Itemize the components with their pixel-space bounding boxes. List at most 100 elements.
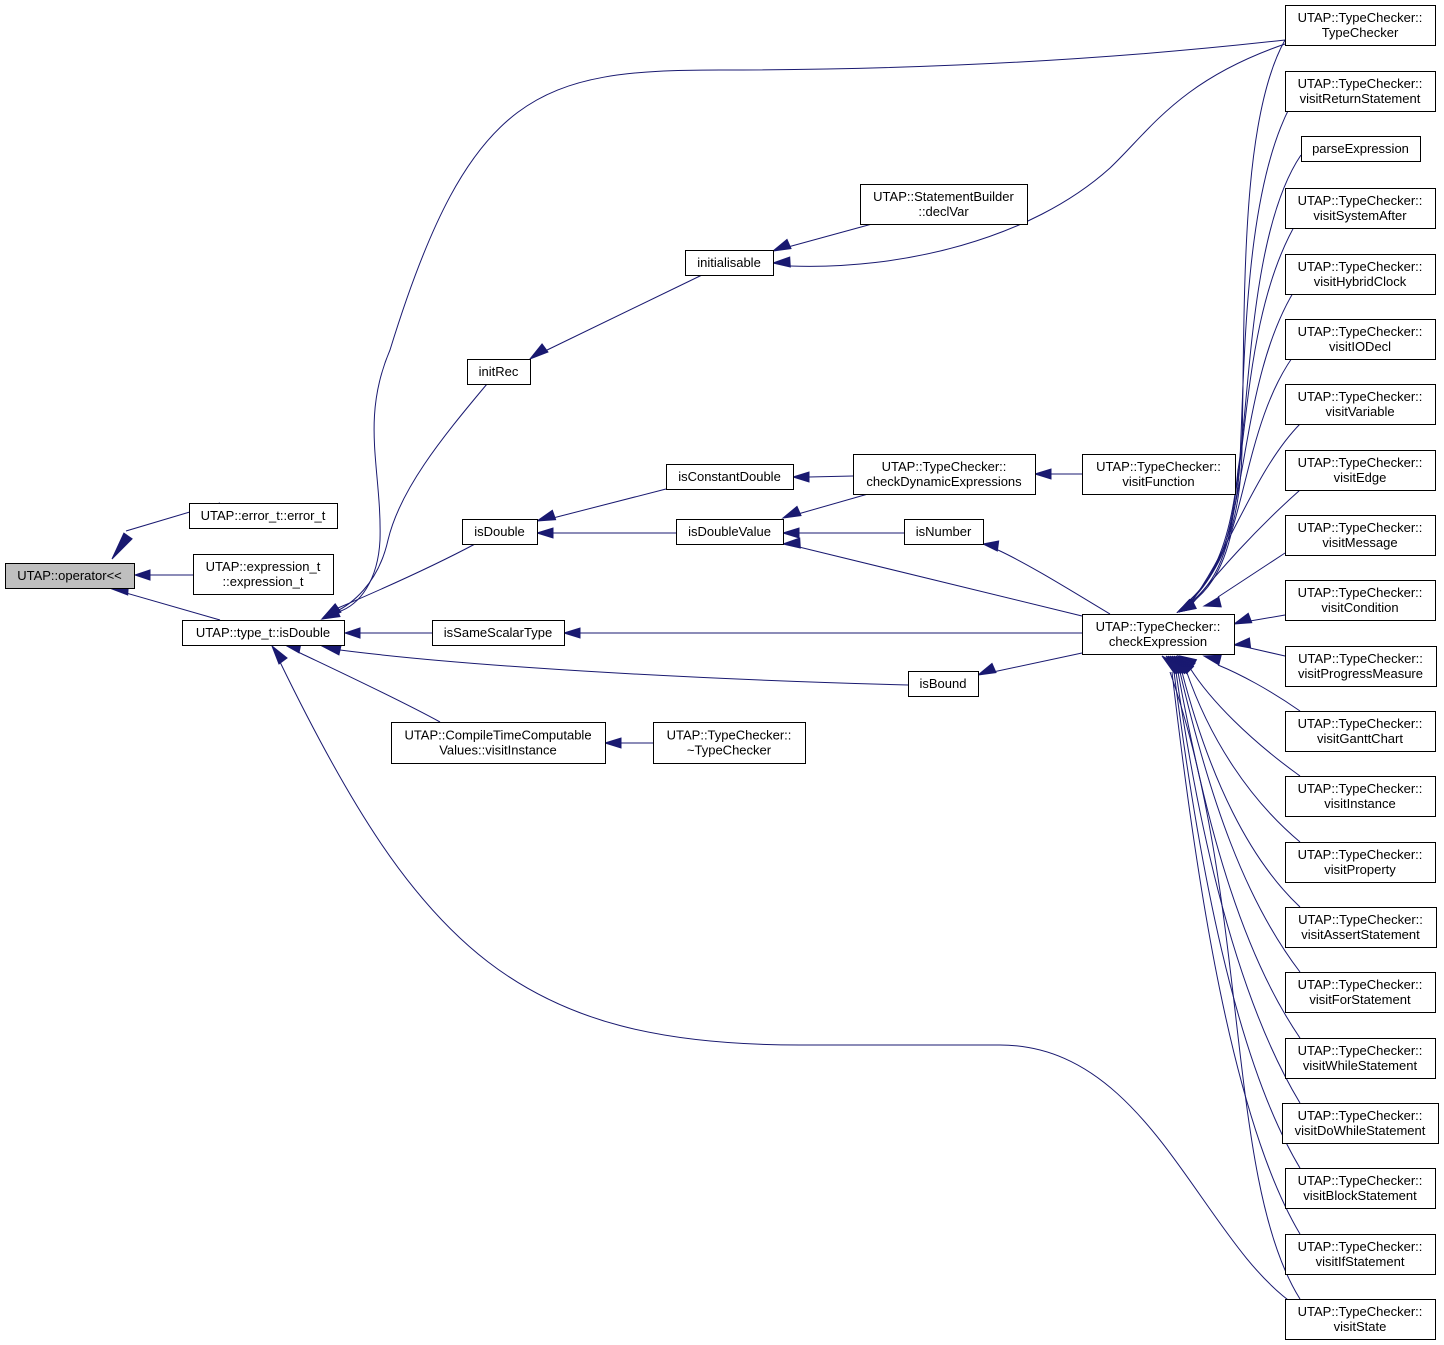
node-isDoubleValue[interactable]: isDoubleValue <box>676 519 784 545</box>
node-visitEdge[interactable]: UTAP::TypeChecker::visitEdge <box>1285 450 1436 491</box>
node-type_isDouble[interactable]: UTAP::type_t::isDouble <box>182 620 345 646</box>
node-visitDoWhileStatement[interactable]: UTAP::TypeChecker::visitDoWhileStatement <box>1282 1103 1439 1144</box>
node-box[interactable] <box>432 620 565 646</box>
edge-arrowhead <box>320 644 342 656</box>
node-visitAssertStatement[interactable]: UTAP::TypeChecker::visitAssertStatement <box>1285 907 1437 948</box>
edge-checkDynamicExpressions-to-isConstantDouble <box>791 471 854 483</box>
edge-arrowhead <box>133 569 151 581</box>
node-visitForStatement[interactable]: UTAP::TypeChecker::visitForStatement <box>1285 972 1436 1013</box>
node-initialisable[interactable]: initialisable <box>685 250 774 276</box>
node-box[interactable] <box>1285 319 1436 360</box>
node-box[interactable] <box>653 722 806 764</box>
node-visitWhileStatement[interactable]: UTAP::TypeChecker::visitWhileStatement <box>1285 1038 1436 1079</box>
node-box[interactable] <box>467 359 531 385</box>
node-box[interactable] <box>1285 907 1437 948</box>
edge-line <box>125 592 221 621</box>
node-isConstantDouble[interactable]: isConstantDouble <box>666 464 794 490</box>
node-label: UTAP::TypeChecker:: <box>1298 716 1423 731</box>
node-box[interactable] <box>853 454 1036 495</box>
node-box[interactable] <box>1285 646 1437 687</box>
node-box[interactable] <box>189 503 338 529</box>
node-box[interactable] <box>182 620 345 646</box>
node-box[interactable] <box>1285 1234 1436 1275</box>
node-visitProgressMeasure[interactable]: UTAP::TypeChecker::visitProgressMeasure <box>1285 646 1437 687</box>
node-box[interactable] <box>1285 711 1436 752</box>
node-isNumber[interactable]: isNumber <box>904 519 984 545</box>
edge-arrowhead <box>321 603 342 620</box>
edge-isConstantDouble-to-isDouble <box>535 488 667 522</box>
node-visitGanttChart[interactable]: UTAP::TypeChecker::visitGanttChart <box>1285 711 1436 752</box>
node-label: UTAP::StatementBuilder <box>873 189 1014 204</box>
node-label: visitIODecl <box>1329 339 1391 354</box>
node-isBound[interactable]: isBound <box>908 671 979 697</box>
node-checkDynamicExpressions[interactable]: UTAP::TypeChecker::checkDynamicExpressio… <box>853 454 1036 495</box>
node-visitIODecl[interactable]: UTAP::TypeChecker::visitIODecl <box>1285 319 1436 360</box>
node-isDouble[interactable]: isDouble <box>462 519 538 545</box>
node-box[interactable] <box>860 184 1028 225</box>
node-TypeChecker[interactable]: UTAP::TypeChecker::TypeChecker <box>1285 5 1436 46</box>
node-error_t[interactable]: UTAP::error_t::error_t <box>189 503 338 529</box>
node-box[interactable] <box>1285 580 1436 621</box>
node-label: Values::visitInstance <box>439 743 557 758</box>
node-box[interactable] <box>1285 972 1436 1013</box>
node-box[interactable] <box>1285 1299 1436 1340</box>
node-box[interactable] <box>1285 842 1436 883</box>
node-visitState[interactable]: UTAP::TypeChecker::visitState <box>1285 1299 1436 1340</box>
node-initRec[interactable]: initRec <box>467 359 531 385</box>
node-box[interactable] <box>1082 614 1235 655</box>
node-label: UTAP::TypeChecker:: <box>1298 1173 1423 1188</box>
node-box[interactable] <box>1301 136 1421 162</box>
node-label: visitBlockStatement <box>1303 1188 1417 1203</box>
node-label: visitEdge <box>1334 470 1387 485</box>
node-box[interactable] <box>462 519 538 545</box>
edge-line <box>1189 39 1286 601</box>
node-visitHybridClock[interactable]: UTAP::TypeChecker::visitHybridClock <box>1285 254 1436 295</box>
node-label: visitDoWhileStatement <box>1295 1123 1426 1138</box>
node-visitIfStatement[interactable]: UTAP::TypeChecker::visitIfStatement <box>1285 1234 1436 1275</box>
node-box[interactable] <box>685 250 774 276</box>
node-box[interactable] <box>1282 1103 1439 1144</box>
node-box[interactable] <box>1285 5 1436 46</box>
node-visitFunction[interactable]: UTAP::TypeChecker::visitFunction <box>1082 454 1236 495</box>
node-box[interactable] <box>1285 384 1436 425</box>
edge-line <box>1171 671 1301 1235</box>
node-box[interactable] <box>5 563 135 589</box>
edge-arrowhead <box>603 737 622 749</box>
edge-line <box>1175 671 1301 1104</box>
node-box[interactable] <box>1285 254 1436 295</box>
node-parseExpression[interactable]: parseExpression <box>1301 136 1421 162</box>
edge-line <box>1169 671 1301 1300</box>
node-expression_t[interactable]: UTAP::expression_t::expression_t <box>193 554 334 595</box>
node-operator[interactable]: UTAP::operator<< <box>5 563 135 589</box>
node-box[interactable] <box>676 519 784 545</box>
node-visitBlockStatement[interactable]: UTAP::TypeChecker::visitBlockStatement <box>1285 1168 1436 1209</box>
node-box[interactable] <box>1285 1038 1436 1079</box>
node-box[interactable] <box>1285 188 1436 229</box>
node-dtor_TypeChecker[interactable]: UTAP::TypeChecker::~TypeChecker <box>653 722 806 764</box>
node-ctcv_visitInstance[interactable]: UTAP::CompileTimeComputableValues::visit… <box>391 722 606 764</box>
node-box[interactable] <box>666 464 794 490</box>
node-visitInstance[interactable]: UTAP::TypeChecker::visitInstance <box>1285 776 1436 817</box>
node-isSameScalarType[interactable]: isSameScalarType <box>432 620 565 646</box>
edge-line <box>1189 89 1301 601</box>
node-box[interactable] <box>1285 71 1436 112</box>
node-visitReturnStatement[interactable]: UTAP::TypeChecker::visitReturnStatement <box>1285 71 1436 112</box>
node-label: UTAP::TypeChecker:: <box>667 728 792 743</box>
node-sb_declVar[interactable]: UTAP::StatementBuilder::declVar <box>860 184 1028 225</box>
node-box[interactable] <box>908 671 979 697</box>
node-box[interactable] <box>193 554 334 595</box>
node-box[interactable] <box>1285 1168 1436 1209</box>
node-visitSystemAfter[interactable]: UTAP::TypeChecker::visitSystemAfter <box>1285 188 1436 229</box>
node-visitMessage[interactable]: UTAP::TypeChecker::visitMessage <box>1285 515 1436 556</box>
node-visitVariable[interactable]: UTAP::TypeChecker::visitVariable <box>1285 384 1436 425</box>
node-box[interactable] <box>391 722 606 764</box>
node-box[interactable] <box>1285 776 1436 817</box>
edge-TypeChecker-to-initialisable <box>771 43 1286 268</box>
node-box[interactable] <box>904 519 984 545</box>
node-checkExpression[interactable]: UTAP::TypeChecker::checkExpression <box>1082 614 1235 655</box>
node-box[interactable] <box>1082 454 1236 495</box>
node-box[interactable] <box>1285 450 1436 491</box>
node-visitCondition[interactable]: UTAP::TypeChecker::visitCondition <box>1285 580 1436 621</box>
node-visitProperty[interactable]: UTAP::TypeChecker::visitProperty <box>1285 842 1436 883</box>
node-box[interactable] <box>1285 515 1436 556</box>
